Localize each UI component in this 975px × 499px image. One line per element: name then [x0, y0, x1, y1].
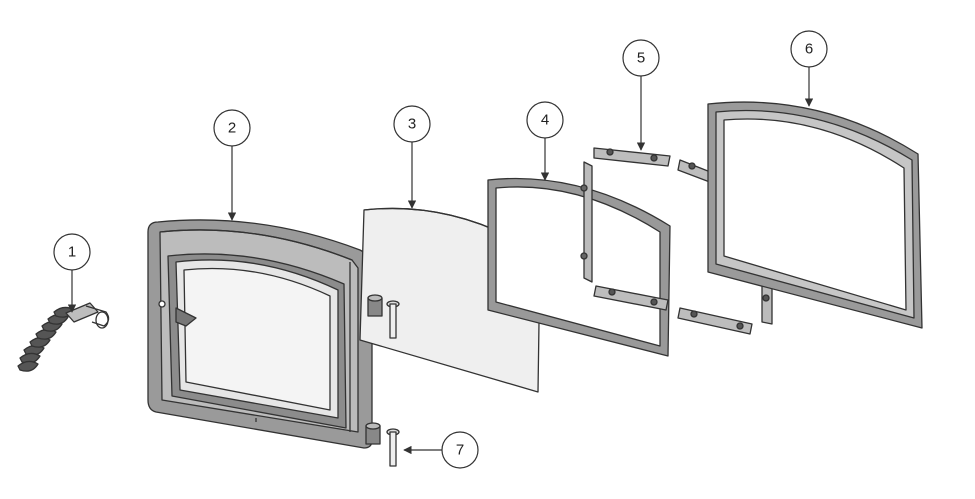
- inner-frame-part: [487, 161, 671, 357]
- callout-5-label: 5: [637, 50, 645, 67]
- callout-4-label: 4: [541, 112, 549, 129]
- callout-6: 6: [790, 30, 828, 68]
- callout-4: 4: [526, 101, 564, 139]
- callout-7-label: 7: [456, 442, 464, 459]
- callout-1: 1: [53, 233, 91, 271]
- callout-5: 5: [622, 39, 660, 77]
- callout-2-label: 2: [228, 120, 236, 137]
- callout-3: 3: [393, 105, 431, 143]
- callout-7: 7: [441, 431, 479, 469]
- callout-3-label: 3: [408, 116, 416, 133]
- callout-2: 2: [213, 109, 251, 147]
- outer-frame-part: [707, 101, 923, 329]
- callout-1-label: 1: [68, 244, 76, 261]
- door-frame-part: [147, 219, 373, 449]
- hinge-pins-part: [365, 294, 400, 467]
- spring-handle-part: [17, 302, 110, 372]
- callout-6-label: 6: [805, 41, 813, 58]
